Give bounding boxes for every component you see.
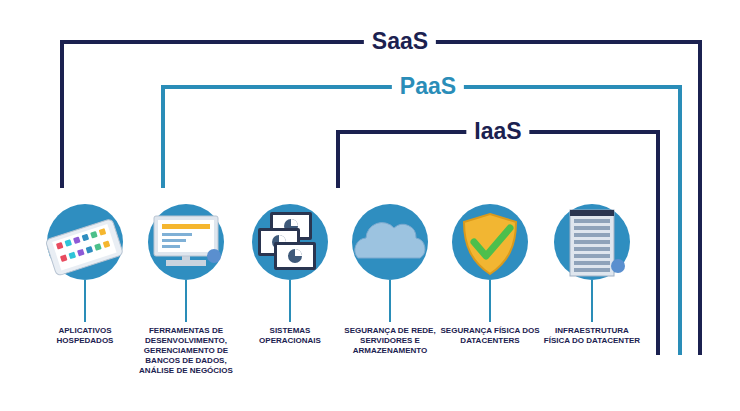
iaas-bracket xyxy=(338,132,658,355)
server-unit xyxy=(574,261,610,265)
os-screen xyxy=(277,245,313,267)
monitor xyxy=(154,216,218,256)
server-unit xyxy=(574,233,610,237)
item-graphic xyxy=(440,202,540,324)
item-circle xyxy=(148,204,224,280)
app-tile xyxy=(56,242,64,250)
app-tile xyxy=(60,254,68,262)
app-tile xyxy=(99,228,107,236)
paas-bracket xyxy=(163,87,680,355)
item-graphic xyxy=(136,202,236,324)
app-tile xyxy=(68,252,76,260)
app-tile xyxy=(77,249,85,257)
server-unit xyxy=(574,226,610,230)
item-label: APLICATIVOS HOSPEDADOS xyxy=(35,326,135,346)
phone-body xyxy=(45,218,123,276)
screen-line xyxy=(162,245,180,248)
item-graphic xyxy=(35,202,135,324)
server-unit xyxy=(574,268,610,272)
service-label: PaaS xyxy=(392,74,464,99)
app-tile xyxy=(64,239,72,247)
service-item: INFRAESTRUTURA FÍSICA DO DATACENTER xyxy=(542,202,642,346)
rack-top xyxy=(570,210,614,216)
server-rack xyxy=(570,210,614,276)
item-circle xyxy=(252,204,328,280)
monitor-screen xyxy=(158,220,214,252)
item-icon xyxy=(570,210,625,276)
server-unit xyxy=(574,240,610,244)
screen-bar xyxy=(162,224,210,229)
item-icon xyxy=(154,216,221,266)
item-graphic xyxy=(542,202,642,324)
stem-line xyxy=(84,280,86,322)
item-label: FERRAMENTAS DE DESENVOLVIMENTO, GERENCIA… xyxy=(136,326,236,376)
item-label: SISTEMAS OPERACIONAIS xyxy=(240,326,340,346)
app-tile xyxy=(90,231,98,239)
item-circle xyxy=(452,204,528,280)
stem-line xyxy=(591,280,593,322)
service-label: SaaS xyxy=(364,29,436,54)
pie-slice xyxy=(291,219,298,226)
service-item: SISTEMAS OPERACIONAIS xyxy=(240,202,340,346)
item-graphic xyxy=(240,202,340,324)
server-unit xyxy=(574,219,610,223)
server-unit xyxy=(574,254,610,258)
service-label: IaaS xyxy=(466,119,529,144)
shield xyxy=(464,214,516,274)
check-mark xyxy=(474,228,510,256)
os-window xyxy=(274,242,316,270)
item-icon xyxy=(45,218,123,276)
item-circle xyxy=(554,204,630,280)
item-icon xyxy=(355,223,425,258)
stem-line xyxy=(289,280,291,322)
app-tile xyxy=(94,243,102,251)
stem-line xyxy=(489,280,491,322)
app-tile xyxy=(103,240,111,248)
saas-bracket xyxy=(62,42,700,355)
app-tile xyxy=(86,246,94,254)
cloud xyxy=(355,223,425,258)
pie-slice xyxy=(279,235,286,242)
item-circle xyxy=(352,204,428,280)
screen-line xyxy=(162,233,192,236)
app-tile xyxy=(73,236,81,244)
item-icon xyxy=(258,212,316,270)
screen-line xyxy=(162,239,186,242)
service-item: FERRAMENTAS DE DESENVOLVIMENTO, GERENCIA… xyxy=(136,202,236,376)
item-icon xyxy=(464,214,516,274)
server-unit xyxy=(574,247,610,251)
pie-slice xyxy=(295,249,302,256)
stem-line xyxy=(389,280,391,322)
gear xyxy=(207,249,221,263)
item-label: SEGURANÇA FÍSICA DOS DATACENTERS xyxy=(440,326,540,346)
service-item: SEGURANÇA DE REDE, SERVIDORES E ARMAZENA… xyxy=(340,202,440,356)
item-label: SEGURANÇA DE REDE, SERVIDORES E ARMAZENA… xyxy=(340,326,440,356)
stem-line xyxy=(185,280,187,322)
phone-screen xyxy=(52,224,116,270)
pie-chart xyxy=(288,249,302,263)
gear xyxy=(611,259,625,273)
item-graphic xyxy=(340,202,440,324)
item-label: INFRAESTRUTURA FÍSICA DO DATACENTER xyxy=(542,326,642,346)
service-item: SEGURANÇA FÍSICA DOS DATACENTERS xyxy=(440,202,540,346)
service-item: APLICATIVOS HOSPEDADOS xyxy=(35,202,135,346)
app-tile xyxy=(82,234,90,242)
